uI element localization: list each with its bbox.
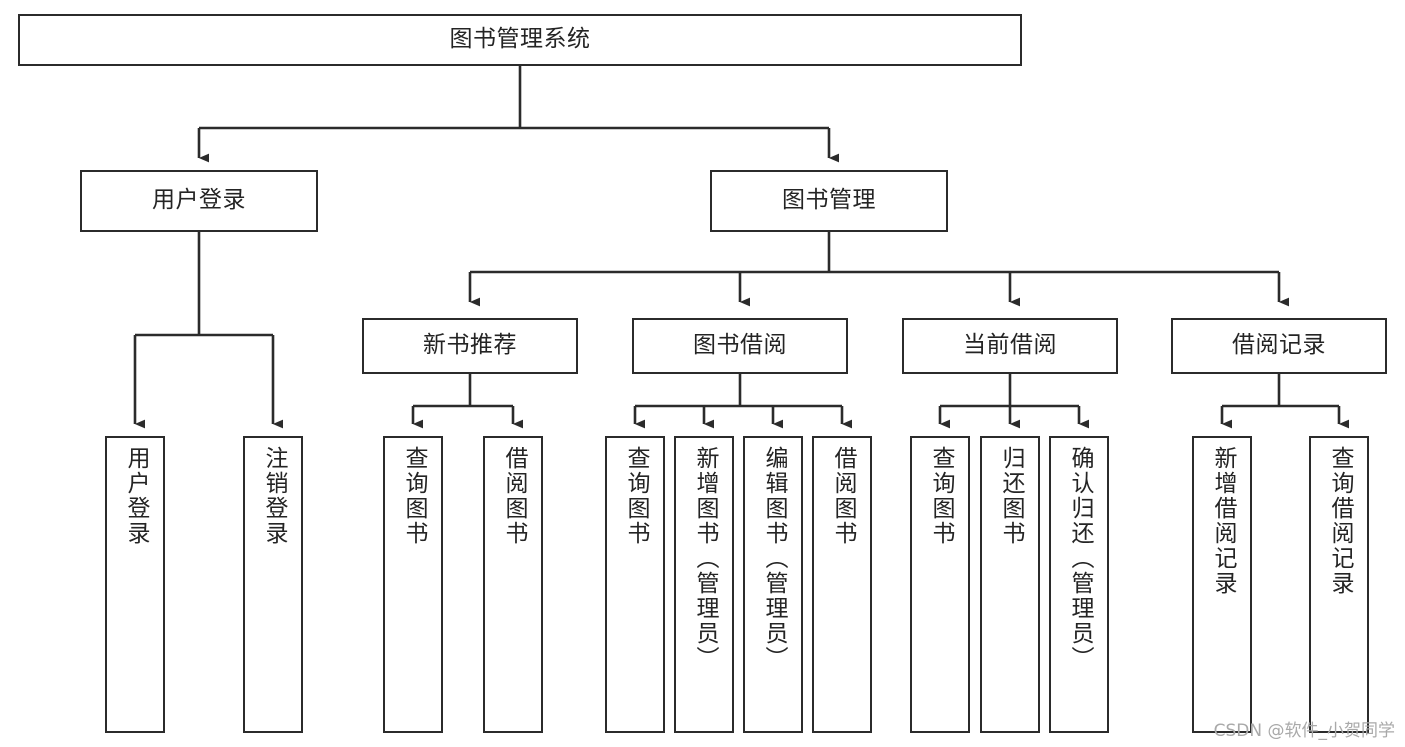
node-user-login-label: 用户登录 — [152, 187, 246, 214]
node-leaf-add-record[interactable]: 新增借阅记录 — [1192, 436, 1252, 733]
node-book-manage[interactable]: 图书管理 — [710, 170, 948, 232]
node-current-borrow[interactable]: 当前借阅 — [902, 318, 1118, 374]
node-leaf-confirm-return-label: 确认归还（管理员） — [1066, 446, 1093, 671]
node-leaf-user-login-label: 用户登录 — [122, 446, 149, 546]
node-leaf-query-book-3-label: 查询图书 — [927, 446, 954, 546]
node-root-label: 图书管理系统 — [449, 26, 591, 53]
node-borrow-record[interactable]: 借阅记录 — [1171, 318, 1387, 374]
node-new-book-rec-label: 新书推荐 — [423, 332, 517, 359]
node-leaf-borrow-book-1[interactable]: 借阅图书 — [483, 436, 543, 733]
node-leaf-edit-book-label: 编辑图书（管理员） — [760, 446, 787, 671]
node-leaf-return-book[interactable]: 归还图书 — [980, 436, 1040, 733]
node-leaf-query-record[interactable]: 查询借阅记录 — [1309, 436, 1369, 733]
node-leaf-logout[interactable]: 注销登录 — [243, 436, 303, 733]
node-new-book-rec[interactable]: 新书推荐 — [362, 318, 578, 374]
node-current-borrow-label: 当前借阅 — [963, 332, 1057, 359]
node-leaf-borrow-book-2[interactable]: 借阅图书 — [812, 436, 872, 733]
node-leaf-query-book-2[interactable]: 查询图书 — [605, 436, 665, 733]
node-user-login[interactable]: 用户登录 — [80, 170, 318, 232]
node-leaf-borrow-book-1-label: 借阅图书 — [500, 446, 527, 546]
node-leaf-add-record-label: 新增借阅记录 — [1209, 446, 1236, 596]
node-book-borrow[interactable]: 图书借阅 — [632, 318, 848, 374]
node-leaf-borrow-book-2-label: 借阅图书 — [829, 446, 856, 546]
node-leaf-return-book-label: 归还图书 — [997, 446, 1024, 546]
node-leaf-edit-book[interactable]: 编辑图书（管理员） — [743, 436, 803, 733]
node-leaf-query-book-2-label: 查询图书 — [622, 446, 649, 546]
node-root[interactable]: 图书管理系统 — [18, 14, 1022, 66]
node-leaf-query-book-1-label: 查询图书 — [400, 446, 427, 546]
node-leaf-user-login[interactable]: 用户登录 — [105, 436, 165, 733]
node-leaf-query-book-1[interactable]: 查询图书 — [383, 436, 443, 733]
node-leaf-query-record-label: 查询借阅记录 — [1326, 446, 1353, 596]
watermark-text: CSDN @软件_小贺同学 — [1213, 721, 1395, 741]
node-borrow-record-label: 借阅记录 — [1232, 332, 1326, 359]
node-leaf-confirm-return[interactable]: 确认归还（管理员） — [1049, 436, 1109, 733]
node-leaf-add-book-label: 新增图书（管理员） — [691, 446, 718, 671]
node-leaf-add-book[interactable]: 新增图书（管理员） — [674, 436, 734, 733]
node-leaf-logout-label: 注销登录 — [260, 446, 287, 546]
node-book-borrow-label: 图书借阅 — [693, 332, 787, 359]
node-leaf-query-book-3[interactable]: 查询图书 — [910, 436, 970, 733]
node-book-manage-label: 图书管理 — [782, 187, 876, 214]
